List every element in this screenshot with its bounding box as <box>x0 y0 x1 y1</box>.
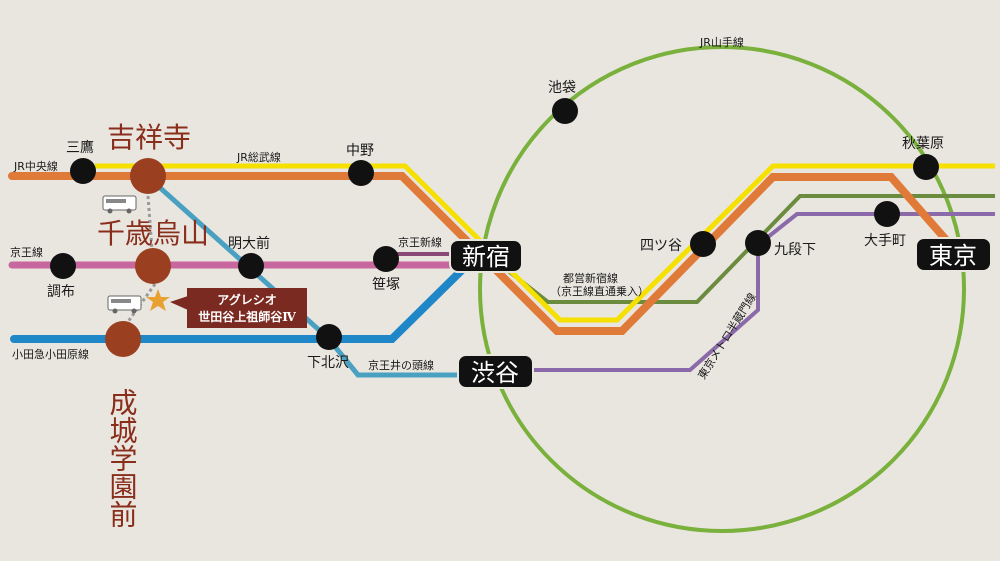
label-otemachi: 大手町 <box>864 233 906 249</box>
label-shimokitazawa: 下北沢 <box>307 355 349 371</box>
odakyu-line-label: 小田急小田原線 <box>12 347 89 361</box>
label-chofu: 調布 <box>47 284 75 300</box>
hanzomon-line <box>532 212 995 372</box>
inokashira-line-label: 京王井の頭線 <box>368 358 434 372</box>
station-kudanshita[interactable] <box>745 230 771 256</box>
station-ikebukuro[interactable] <box>552 98 578 124</box>
label-ikebukuro: 池袋 <box>548 80 576 96</box>
label-tokyo: 東京 <box>929 242 977 270</box>
keio-new-line-label: 京王新線 <box>398 235 442 249</box>
yamanote-line-label: JR山手線 <box>699 35 744 49</box>
sobu-line <box>8 172 959 335</box>
hub-tokyo[interactable]: 東京 <box>915 237 992 272</box>
star-icon <box>146 289 170 311</box>
label-mitaka: 三鷹 <box>66 140 94 156</box>
label-meidaimae: 明大前 <box>228 235 270 252</box>
property-name-line1: アグレシオ <box>217 292 276 307</box>
label-nakano: 中野 <box>346 143 374 159</box>
sobu-line-label: JR総武線 <box>236 150 281 164</box>
bus-icon <box>102 195 137 214</box>
label-yotsuya: 四ツ谷 <box>640 238 682 254</box>
property-callout[interactable]: アグレシオ 世田谷上祖師谷Ⅳ <box>170 288 307 328</box>
label-shibuya: 渋谷 <box>471 359 519 387</box>
toei-shinjuku-note: （京王線直通乗入） <box>550 284 649 298</box>
label-akihabara: 秋葉原 <box>902 136 944 152</box>
chuo-line-label: JR中央線 <box>13 159 58 173</box>
hub-shinjuku[interactable]: 新宿 <box>449 239 523 273</box>
label-kichijoji: 吉祥寺 <box>107 121 191 154</box>
station-mitaka[interactable] <box>70 158 96 184</box>
property-name-line2: 世田谷上祖師谷Ⅳ <box>198 309 296 324</box>
label-seijo-gakuen-mae: 成城学園前 <box>106 388 139 528</box>
label-kudanshita: 九段下 <box>774 242 816 258</box>
yamanote-line <box>478 45 966 533</box>
inokashira-line <box>146 175 462 378</box>
bus-icon <box>107 295 142 314</box>
label-shinjuku: 新宿 <box>462 243 510 271</box>
station-otemachi[interactable] <box>874 201 900 227</box>
station-sasazuka[interactable] <box>373 246 399 272</box>
station-seijo-gakuen-mae[interactable] <box>105 321 141 357</box>
station-meidaimae[interactable] <box>238 253 264 279</box>
station-kichijoji[interactable] <box>130 158 166 194</box>
station-nakano[interactable] <box>348 160 374 186</box>
stations <box>50 98 939 350</box>
station-chitose-karasuyama[interactable] <box>135 248 171 284</box>
toei-shinjuku-label: 都営新宿線 <box>563 271 618 285</box>
hub-shibuya[interactable]: 渋谷 <box>457 354 534 389</box>
keio-line-label: 京王線 <box>10 245 43 259</box>
station-akihabara[interactable] <box>913 154 939 180</box>
label-chitose-karasuyama: 千歳烏山 <box>97 217 209 250</box>
label-sasazuka: 笹塚 <box>372 277 400 293</box>
station-yotsuya[interactable] <box>690 231 716 257</box>
station-chofu[interactable] <box>50 253 76 279</box>
station-shimokitazawa[interactable] <box>316 324 342 350</box>
